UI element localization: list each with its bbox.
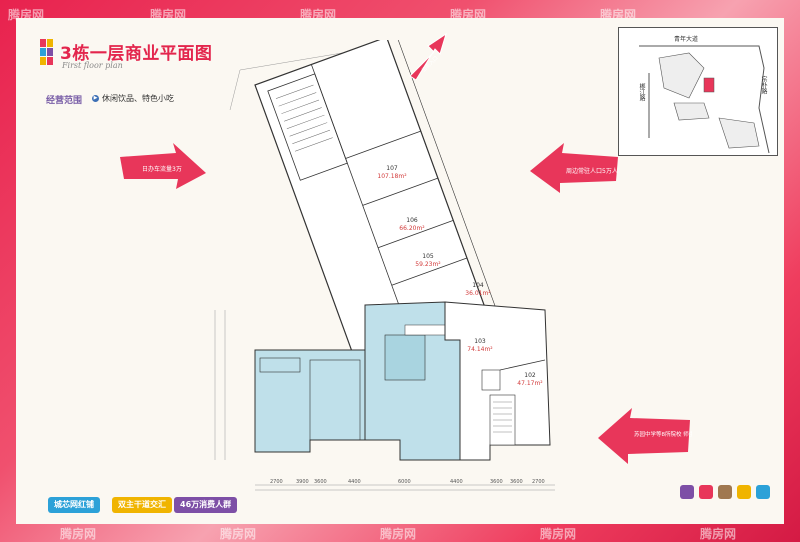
map-road-label: 郴江路 bbox=[638, 83, 645, 101]
unit-area: 36.01m² bbox=[465, 290, 491, 297]
unit-area: 66.20m² bbox=[399, 225, 425, 232]
dimension-label: 4400 bbox=[348, 479, 361, 485]
dimension-label: 3600 bbox=[314, 479, 327, 485]
arrow-label: 周边常驻人口5万人 bbox=[566, 167, 618, 175]
business-scope-value: 休闲饮品、特色小吃 bbox=[102, 94, 174, 103]
watermark: 腾房网 bbox=[380, 527, 417, 541]
feature-tag: 双主干道交汇 bbox=[112, 497, 172, 513]
dimension-label: 6000 bbox=[398, 479, 411, 485]
brand-icon bbox=[718, 485, 732, 499]
brand-icon bbox=[699, 485, 713, 499]
blue-zone bbox=[254, 301, 461, 461]
feature-tag: 46万消费人群 bbox=[174, 497, 238, 513]
brand-icon bbox=[680, 485, 694, 499]
watermark: 腾房网 bbox=[220, 527, 257, 541]
feature-tag: 城芯网红铺 bbox=[48, 497, 100, 513]
unit-number: 104 bbox=[472, 282, 484, 289]
unit-area: 107.18m² bbox=[377, 173, 407, 180]
floor-plan: 2700 3900 3600 4400 6000 4400 3600 3600 … bbox=[214, 40, 555, 491]
map-drawing bbox=[619, 28, 777, 155]
rotated-wing bbox=[254, 40, 496, 359]
dimension-label: 2700 bbox=[270, 479, 283, 485]
street-entrance-arrow: 沿街入口 bbox=[409, 32, 447, 80]
unit-number: 106 bbox=[406, 217, 418, 224]
business-scope: ▶ 休闲饮品、特色小吃 bbox=[92, 93, 174, 104]
dimension-label: 3900 bbox=[296, 479, 309, 485]
dimension-label: 2700 bbox=[532, 479, 545, 485]
brand-icon bbox=[756, 485, 770, 499]
unit-number: 102 bbox=[524, 372, 536, 379]
right-wing bbox=[444, 301, 551, 461]
brand-logo bbox=[40, 39, 53, 65]
page-title: 3栋一层商业平面图 bbox=[60, 44, 213, 64]
dimension-lines bbox=[214, 49, 555, 491]
resident-arrow: 周边常驻人口5万人 bbox=[530, 143, 618, 193]
dimension-label: 4400 bbox=[450, 479, 463, 485]
watermark: 腾房网 bbox=[540, 527, 577, 541]
unit-area: 47.17m² bbox=[517, 380, 543, 387]
watermark: 腾房网 bbox=[60, 527, 97, 541]
map-road-label: 宗朴路 bbox=[760, 76, 767, 94]
brand-icons bbox=[680, 485, 770, 499]
unit-area: 74.14m² bbox=[467, 346, 493, 353]
dimension-label: 3600 bbox=[490, 479, 503, 485]
dimension-labels: 2700 3900 3600 4400 6000 4400 3600 3600 … bbox=[270, 479, 545, 485]
location-map: 青年大道 郴江路 宗朴路 bbox=[618, 27, 778, 156]
unit-number: 107 bbox=[386, 165, 398, 172]
dimension-label: 3600 bbox=[510, 479, 523, 485]
watermark: 腾房网 bbox=[700, 527, 737, 541]
unit-number: 103 bbox=[474, 338, 486, 345]
unit-area: 59.23m² bbox=[415, 261, 441, 268]
traffic-arrow: 日办车流量3万 bbox=[120, 143, 206, 189]
arrow-label: 日办车流量3万 bbox=[142, 165, 182, 173]
play-icon: ▶ bbox=[92, 95, 99, 102]
brand-icon bbox=[737, 485, 751, 499]
arrow-label: 苏园中学等8所院校 师生1.6万人 bbox=[634, 430, 692, 438]
page-subtitle: First floor plan bbox=[62, 61, 123, 70]
unit-number: 105 bbox=[422, 253, 434, 260]
unit-labels: 107 107.18m² 106 66.20m² 105 59.23m² 104… bbox=[377, 165, 543, 387]
school-arrow: 苏园中学等8所院校 师生1.6万人 bbox=[598, 408, 692, 464]
business-scope-label: 经营范围 bbox=[46, 96, 83, 106]
map-road-label: 青年大道 bbox=[674, 36, 699, 43]
